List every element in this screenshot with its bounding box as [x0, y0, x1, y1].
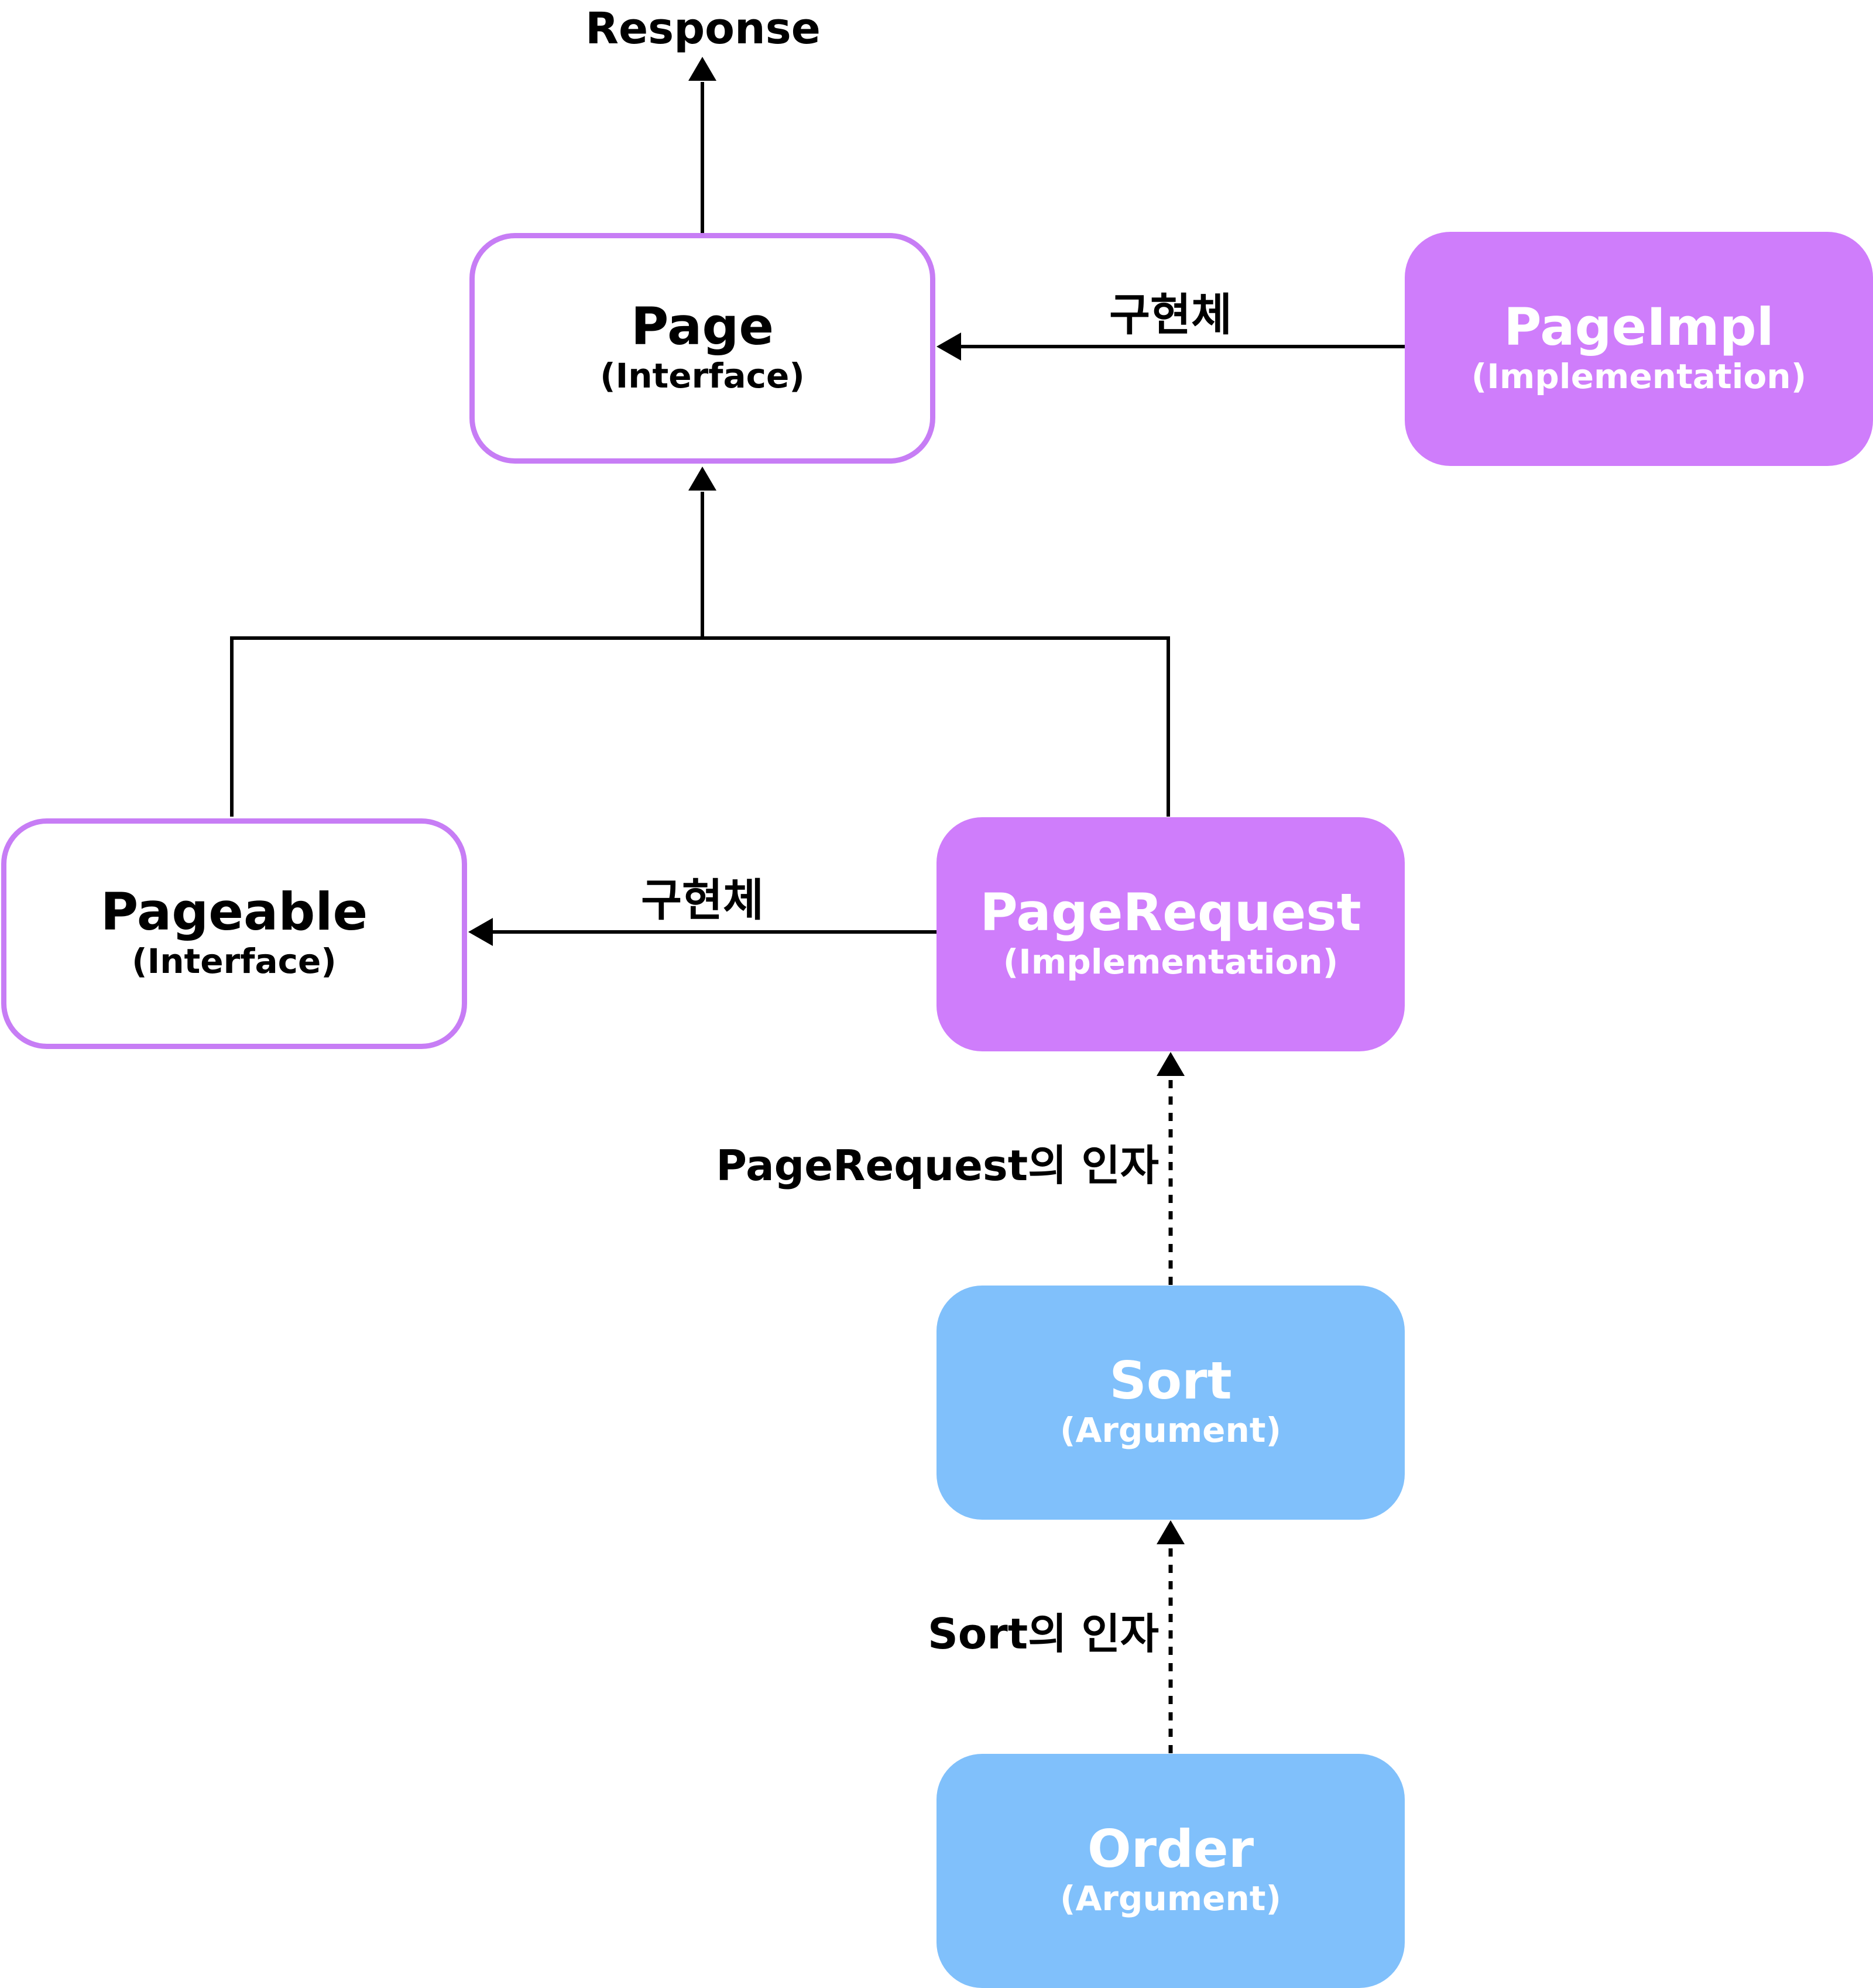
arrowhead-pagerequest-bottom [1157, 1052, 1185, 1076]
page-interface-node[interactable]: Page (Interface) [469, 233, 935, 464]
edge-label-order-sort: Sort의 인자 [927, 1609, 1159, 1658]
order-node[interactable]: Order (Argument) [936, 1754, 1405, 1988]
pageimpl-title: PageImpl [1504, 297, 1774, 357]
connector-pageable-pagerequest-join [230, 636, 1170, 817]
order-title: Order [1087, 1819, 1254, 1879]
pagerequest-node[interactable]: PageRequest (Implementation) [936, 817, 1405, 1051]
pageimpl-subtitle: (Implementation) [1471, 357, 1807, 397]
arrowhead-page-bottom [688, 467, 716, 491]
sort-title: Sort [1109, 1351, 1232, 1411]
edge-label-pagerequest-pageable: 구현체 [641, 874, 764, 926]
order-subtitle: (Argument) [1059, 1879, 1282, 1919]
arrowhead-response [688, 57, 716, 81]
pagerequest-subtitle: (Implementation) [1003, 942, 1339, 982]
pageimpl-node[interactable]: PageImpl (Implementation) [1405, 232, 1873, 466]
pagerequest-title: PageRequest [980, 882, 1361, 942]
edge-label-pageimpl-page: 구현체 [1109, 289, 1232, 341]
pageable-interface-node[interactable]: Pageable (Interface) [1, 818, 467, 1049]
page-subtitle: (Interface) [600, 356, 805, 396]
edge-label-sort-pagerequest: PageRequest의 인자 [716, 1141, 1159, 1190]
arrowhead-sort-bottom [1157, 1520, 1185, 1544]
sort-subtitle: (Argument) [1059, 1410, 1282, 1451]
pageable-title: Pageable [100, 882, 368, 942]
sort-node[interactable]: Sort (Argument) [936, 1286, 1405, 1520]
response-label: Response [585, 4, 821, 54]
arrowhead-pageable-right [468, 918, 493, 946]
page-title: Page [630, 296, 774, 357]
pageable-subtitle: (Interface) [132, 941, 337, 982]
arrowhead-page-right [936, 333, 961, 361]
